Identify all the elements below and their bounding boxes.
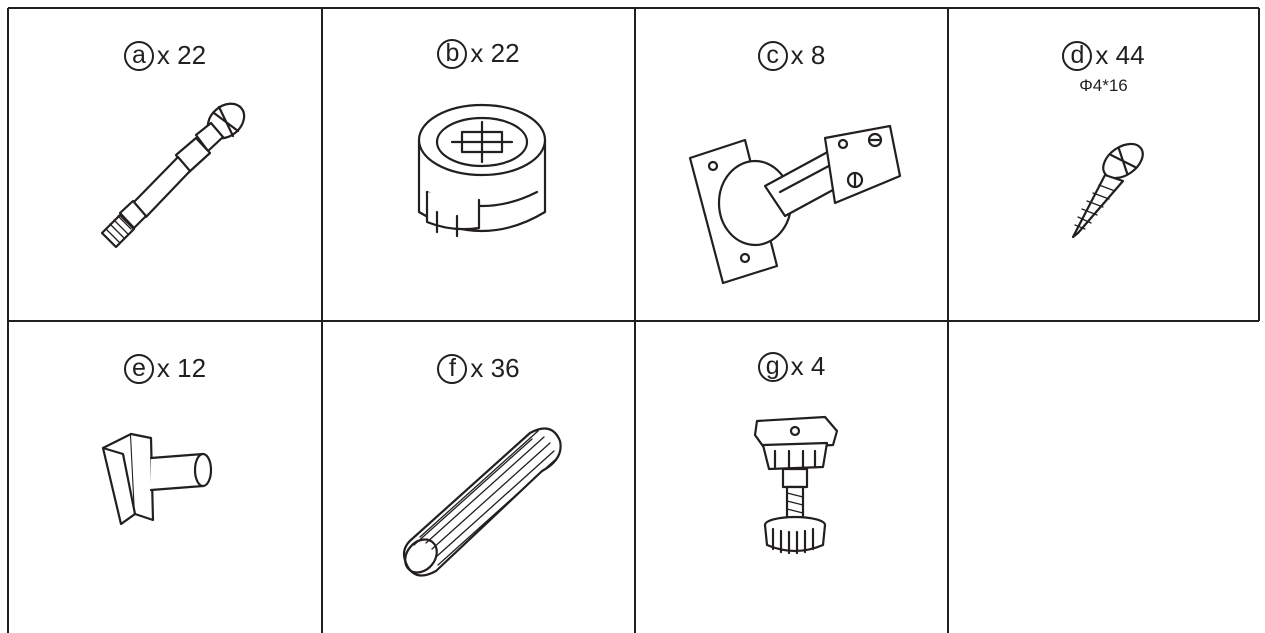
part-letter-badge: d — [1062, 40, 1093, 71]
wooden-dowel-icon — [402, 427, 562, 577]
part-cell-c: c x 8 — [635, 8, 948, 321]
part-letter-badge: f — [437, 353, 468, 384]
cabinet-hinge-icon — [688, 124, 902, 285]
cam-bolt-icon — [100, 102, 246, 249]
part-cell-g: g x 4 — [635, 321, 948, 633]
part-label-e: e x 12 — [8, 353, 322, 384]
shelf-support-pin-icon — [101, 432, 213, 526]
part-cell-d: d x 44 Φ4*16 — [948, 8, 1259, 321]
part-label-d: d x 44 — [948, 40, 1259, 71]
part-quantity: x 22 — [156, 40, 207, 70]
part-letter-badge: a — [123, 40, 154, 71]
wood-screw-icon — [1071, 142, 1144, 239]
part-label-a: a x 22 — [8, 40, 322, 71]
part-quantity: x 22 — [470, 38, 520, 68]
empty-cell — [948, 321, 1259, 633]
part-quantity: x 44 — [1095, 40, 1145, 70]
part-quantity: x 4 — [790, 351, 826, 381]
part-label-c: c x 8 — [635, 40, 948, 71]
part-label-f: f x 36 — [322, 353, 635, 384]
screw-spec: Φ4*16 — [1079, 76, 1128, 95]
part-letter-badge: g — [757, 351, 788, 382]
part-quantity: x 36 — [470, 353, 520, 383]
part-cell-a: a x 22 — [8, 8, 322, 321]
part-label-b: b x 22 — [322, 38, 635, 69]
part-cell-b: b x 22 — [322, 8, 635, 321]
part-letter-badge: b — [437, 38, 468, 69]
part-quantity: x 8 — [790, 40, 826, 70]
adjustable-leg-icon — [753, 415, 839, 555]
part-letter-badge: e — [123, 353, 154, 384]
cam-lock-icon — [417, 103, 547, 238]
part-cell-e: e x 12 — [8, 321, 322, 633]
part-quantity: x 12 — [156, 353, 207, 383]
part-cell-f: f x 36 — [322, 321, 635, 633]
part-letter-badge: c — [757, 40, 788, 71]
part-label-g: g x 4 — [635, 351, 948, 382]
